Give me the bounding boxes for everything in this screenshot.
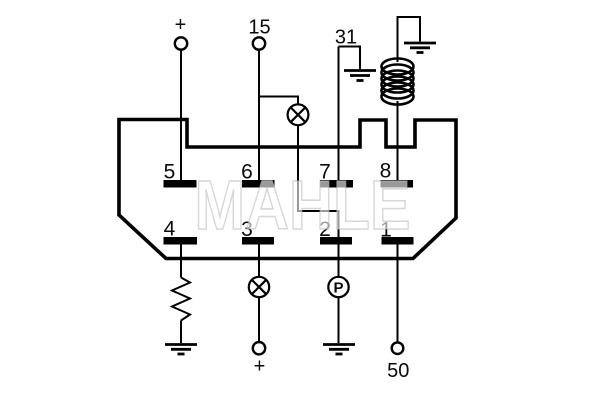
- pin3-bar: [242, 237, 274, 245]
- pin-bars: [163, 180, 414, 245]
- resistor-icon: [169, 276, 193, 322]
- wire-31-to-ground: [338, 45, 361, 70]
- pin-label-4: 4: [164, 218, 176, 241]
- wire-lamp-to-pin2: [297, 125, 340, 238]
- pin1-bar: [381, 237, 414, 245]
- pin7-bar: [320, 180, 353, 188]
- ground-icon-resistor: [165, 343, 197, 356]
- pressure-switch-label: P: [333, 279, 343, 296]
- pin6-bar: [242, 180, 275, 188]
- coil-icon: [380, 57, 415, 106]
- terminal-label-top-plus: +: [175, 14, 187, 36]
- pin-label-2: 2: [319, 218, 331, 241]
- pin8-bar: [380, 180, 413, 188]
- pin4-bar: [163, 237, 197, 245]
- connector-body-outline: [117, 117, 458, 261]
- ground-icon-pressure: [323, 343, 355, 356]
- lamp-icon-top: [286, 103, 310, 127]
- pin-label-5: 5: [164, 160, 176, 183]
- pin-label-7: 7: [319, 160, 331, 183]
- terminal-label-50: 50: [387, 360, 409, 382]
- terminal-label-15: 15: [248, 17, 270, 39]
- terminal-label-bottom-plus: +: [254, 356, 266, 378]
- ground-icon-31: [344, 69, 376, 82]
- ground-icon-coil: [404, 41, 436, 54]
- pin-label-8: 8: [380, 159, 392, 182]
- wires: [180, 16, 421, 343]
- watermark-text: MAHLE: [195, 166, 411, 244]
- terminal-circle-icon-50: [390, 341, 405, 356]
- terminal-circles: [173, 36, 405, 356]
- pressure-switch-icon: P: [327, 275, 350, 299]
- pin2-bar: [320, 237, 352, 245]
- pin-label-6: 6: [241, 160, 253, 183]
- terminal-circle-icon-bottom-plus: [251, 340, 267, 356]
- terminal-circle-icon-15: [251, 36, 267, 51]
- terminal-label-31: 31: [335, 27, 357, 49]
- pin-label-1: 1: [380, 219, 392, 242]
- lamp-icon-bottom: [247, 275, 271, 299]
- terminal-circle-icon-top-plus: [173, 36, 189, 51]
- wire-15-branch-to-lamp: [259, 95, 299, 105]
- pin5-bar: [163, 180, 197, 188]
- pin-label-3: 3: [241, 218, 253, 241]
- wire-coil-top-to-ground: [396, 16, 421, 62]
